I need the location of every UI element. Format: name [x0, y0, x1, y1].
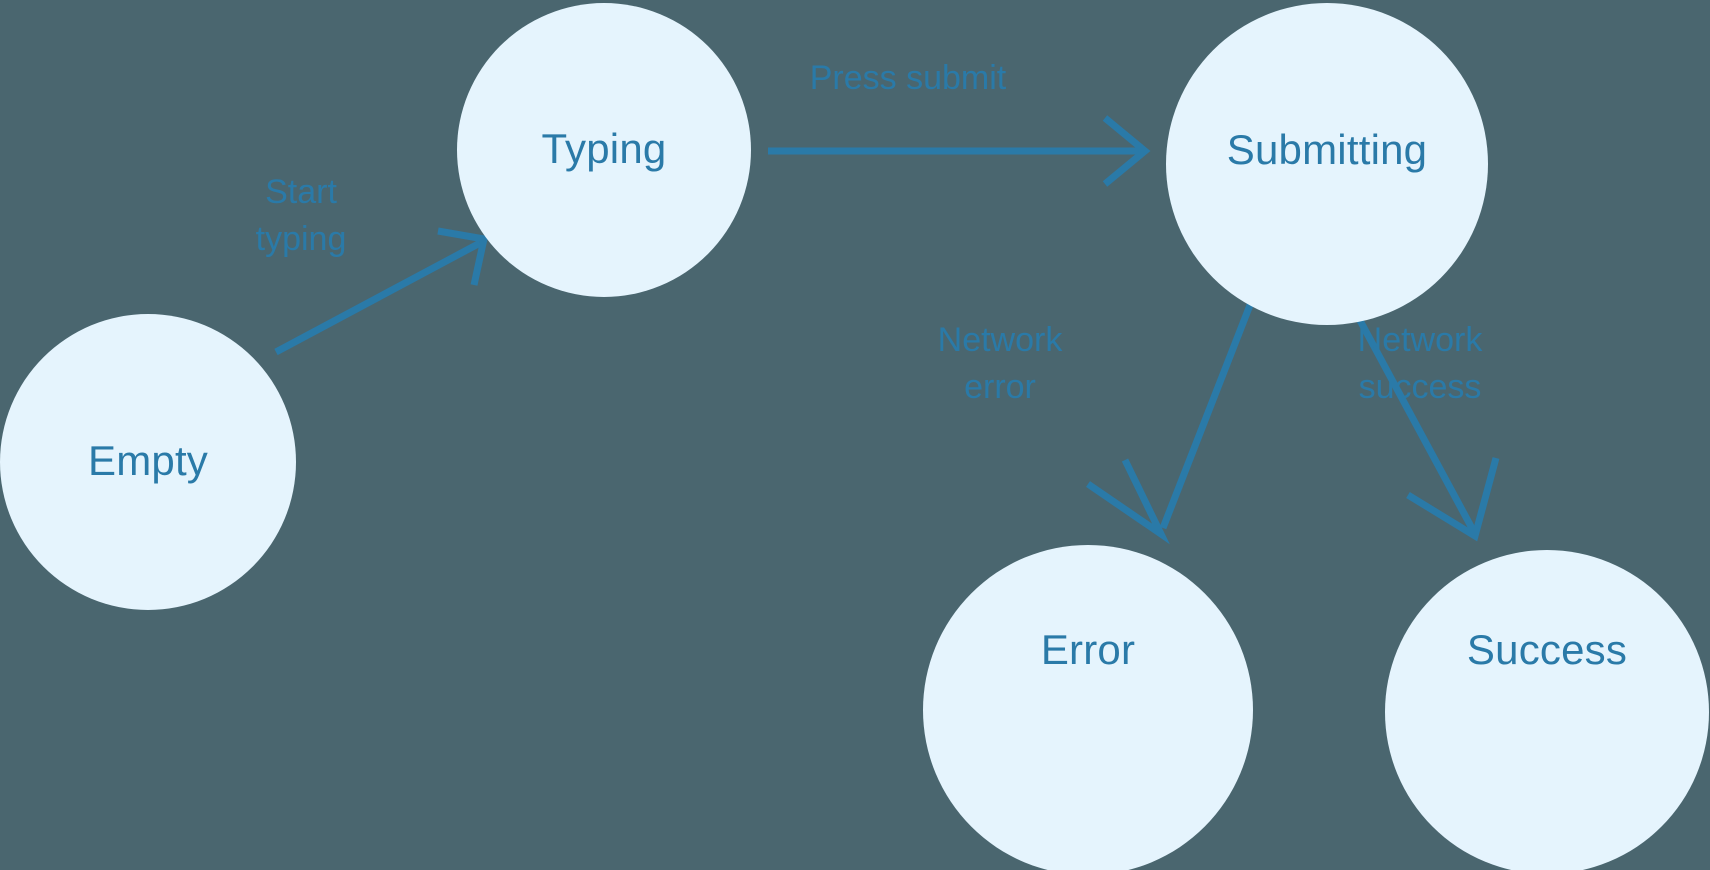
edge-label-submitting-to-error: Network error	[938, 321, 1064, 406]
edge-empty-to-typing	[274, 227, 489, 356]
edge-label-submitting-to-error-line1: Network	[938, 321, 1064, 359]
edge-empty-to-typing-arrowhead	[437, 227, 489, 286]
node-submitting-label: Submitting	[1227, 126, 1427, 173]
edge-label-submitting-to-success-line2: success	[1359, 368, 1482, 406]
edge-submitting-to-success-arrowhead	[1406, 457, 1500, 542]
edge-submitting-to-error-arrowhead	[1086, 458, 1170, 545]
node-submitting[interactable]: Submitting	[1166, 3, 1488, 325]
node-typing-circle[interactable]	[457, 3, 751, 297]
node-typing[interactable]: Typing	[457, 3, 751, 297]
edge-label-empty-to-typing: Start typing	[256, 173, 347, 258]
node-empty[interactable]: Empty	[0, 314, 296, 610]
node-success-circle[interactable]	[1385, 550, 1709, 870]
node-error-circle[interactable]	[923, 545, 1253, 870]
edge-label-submitting-to-success-line1: Network	[1358, 321, 1484, 359]
edge-label-submitting-to-error-line2: error	[964, 368, 1036, 406]
node-empty-circle[interactable]	[0, 314, 296, 610]
edge-label-submitting-to-success: Network success	[1358, 321, 1484, 406]
node-error-label: Error	[1041, 626, 1135, 673]
edge-submitting-to-success	[1345, 298, 1500, 542]
edge-typing-to-submitting	[768, 115, 1151, 187]
edge-submitting-to-error	[1086, 298, 1256, 545]
node-error[interactable]: Error	[923, 545, 1253, 870]
edge-submitting-to-error-line	[1159, 298, 1256, 530]
edge-label-empty-to-typing-line2: typing	[256, 220, 347, 258]
node-success[interactable]: Success	[1385, 550, 1709, 870]
node-typing-label: Typing	[542, 125, 667, 172]
edge-empty-to-typing-line	[274, 239, 482, 356]
edge-label-empty-to-typing-line1: Start	[265, 173, 337, 211]
node-submitting-circle[interactable]	[1166, 3, 1488, 325]
node-success-label: Success	[1467, 626, 1627, 673]
edge-typing-to-submitting-arrowhead	[1102, 115, 1151, 187]
edge-label-typing-to-submitting-line1: Press submit	[810, 59, 1007, 97]
node-empty-label: Empty	[88, 437, 208, 484]
edge-label-typing-to-submitting: Press submit	[810, 59, 1007, 97]
edge-submitting-to-success-line	[1345, 298, 1478, 534]
